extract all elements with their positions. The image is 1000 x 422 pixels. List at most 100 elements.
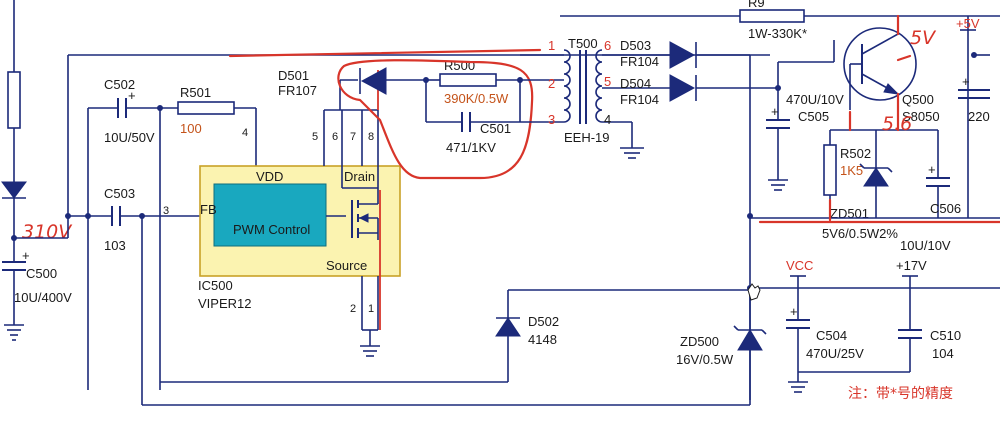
r9-resistor (739, 9, 805, 23)
ic-pin-4: 4 (242, 127, 248, 139)
d504-value: FR104 (620, 92, 659, 107)
c505-value: 470U/10V (786, 92, 844, 107)
r501-value: 100 (180, 121, 202, 136)
pwm-control-block (213, 183, 327, 247)
t500-pin-4: 4 (604, 112, 611, 127)
ic-pin-7: 7 (350, 131, 356, 143)
t500-primary-winding (563, 49, 571, 123)
zd500-zener (737, 329, 763, 351)
ic-supply-network: C502 + 10U/50V R501 100 4 C503 103 3 (65, 77, 257, 405)
t500-value: EEH-19 (564, 130, 610, 145)
c501-value: 471/1KV (446, 140, 496, 155)
d503-ref: D503 (620, 38, 651, 53)
zd501-zener (863, 167, 889, 187)
c505-ref: C505 (798, 109, 829, 124)
t500-pin-3: 3 (548, 112, 555, 127)
output-rectifiers: D503 FR104 D504 FR104 (620, 38, 778, 400)
hand-cursor-icon (747, 283, 761, 301)
c502-plus: + (128, 88, 136, 103)
t500-secondary-winding (595, 49, 603, 123)
d501-value: FR107 (278, 83, 317, 98)
d501-ref: D501 (278, 68, 309, 83)
d504-diode (669, 74, 696, 102)
r502-ref: R502 (840, 146, 871, 161)
t500-pin-5: 5 (604, 74, 611, 89)
c503-value: 103 (104, 238, 126, 253)
left-resistor (7, 71, 21, 129)
d502-ref: D502 (528, 314, 559, 329)
c504-ref: C504 (816, 328, 847, 343)
input-diode (1, 181, 27, 199)
q500-emitter-arrow (883, 83, 900, 95)
regulator-section: 470U/10V C505 + Q500 S8050 R502 1K5 ZD50… (750, 14, 1000, 253)
ic-pin-3: 3 (163, 205, 169, 217)
ic-pin-2: 2 (350, 303, 356, 315)
c506-ref: C506 (930, 201, 961, 216)
hv-input-section: + C500 10U/400V 310V (1, 0, 770, 341)
c507-value: 220 (968, 109, 990, 124)
d504-ref: D504 (620, 76, 651, 91)
vcc-section: D502 4148 ZD500 16V/0.5W VCC + C504 470U… (142, 258, 1000, 406)
ic500-value: VIPER12 (198, 296, 251, 311)
handwritten-top-trace (228, 48, 542, 58)
handwritten-arrow (896, 54, 912, 62)
c502-ref: C502 (104, 77, 135, 92)
handwritten-red-traces (758, 14, 1000, 224)
t500-pin-6: 6 (604, 38, 611, 53)
r501-ref: R501 (180, 85, 211, 100)
ic-pin-8: 8 (368, 131, 374, 143)
rail-vcc-label: VCC (786, 258, 813, 273)
q500-ref: Q500 (902, 92, 934, 107)
c510-ref: C510 (930, 328, 961, 343)
c502-value: 10U/50V (104, 130, 155, 145)
d502-diode (495, 317, 521, 337)
c506-value: 10U/10V (900, 238, 951, 253)
t500-ref: T500 (568, 36, 598, 51)
r500-value: 390K/0.5W (444, 91, 509, 106)
c504-plus: + (790, 304, 798, 319)
c507-plus: + (962, 74, 970, 89)
c501-ref: C501 (480, 121, 511, 136)
zd500-ref: ZD500 (680, 334, 719, 349)
r501-resistor (177, 101, 235, 115)
drain-pin-label: Drain (344, 169, 375, 184)
d501-diode (360, 67, 387, 95)
fb-pin-label: FB (200, 202, 217, 217)
handwritten-5v: 5V (910, 27, 937, 49)
rail-17v-label: +17V (896, 258, 927, 273)
ic-pin-1: 1 (368, 303, 374, 315)
r502-resistor (823, 144, 837, 196)
handwritten-310v: 310V (22, 221, 73, 243)
c510-value: 104 (932, 346, 954, 361)
r502-value: 1K5 (840, 163, 863, 178)
c504-value: 470U/25V (806, 346, 864, 361)
r9-ref: R9 (748, 0, 765, 10)
q500-value: S8050 (902, 109, 940, 124)
c500-ref: C500 (26, 266, 57, 281)
ic-pin-6: 6 (332, 131, 338, 143)
d503-diode (669, 41, 696, 69)
r500-resistor (439, 73, 497, 87)
snubber-network: D501 FR107 R500 390K/0.5W C501 471/1KV (228, 48, 542, 180)
source-pin-label: Source (326, 258, 367, 273)
handwritten-loop-snubber (337, 59, 534, 180)
t500-pin-2: 2 (548, 76, 555, 91)
ic500-ref: IC500 (198, 278, 233, 293)
c505-plus: + (771, 104, 779, 119)
transformer-t500: T500 EEH-19 1 2 3 6 5 4 (520, 36, 670, 159)
c506-plus: + (928, 162, 936, 177)
d503-value: FR104 (620, 54, 659, 69)
vdd-pin-label: VDD (256, 169, 283, 184)
q500-transistor (843, 27, 917, 101)
footnote-text: 注：带*号的精度 (848, 386, 953, 402)
handwritten-5-6: 5.6 (882, 113, 912, 135)
cap-plus-sign: + (22, 248, 30, 263)
ic-pin-5: 5 (312, 131, 318, 143)
c503-ref: C503 (104, 186, 135, 201)
rail-5v-label: +5V (956, 16, 980, 31)
t500-pin-1: 1 (548, 38, 555, 53)
pwm-control-label: PWM Control (233, 222, 310, 237)
r9-value: 1W-330K* (748, 26, 807, 41)
c500-value: 10U/400V (14, 290, 72, 305)
